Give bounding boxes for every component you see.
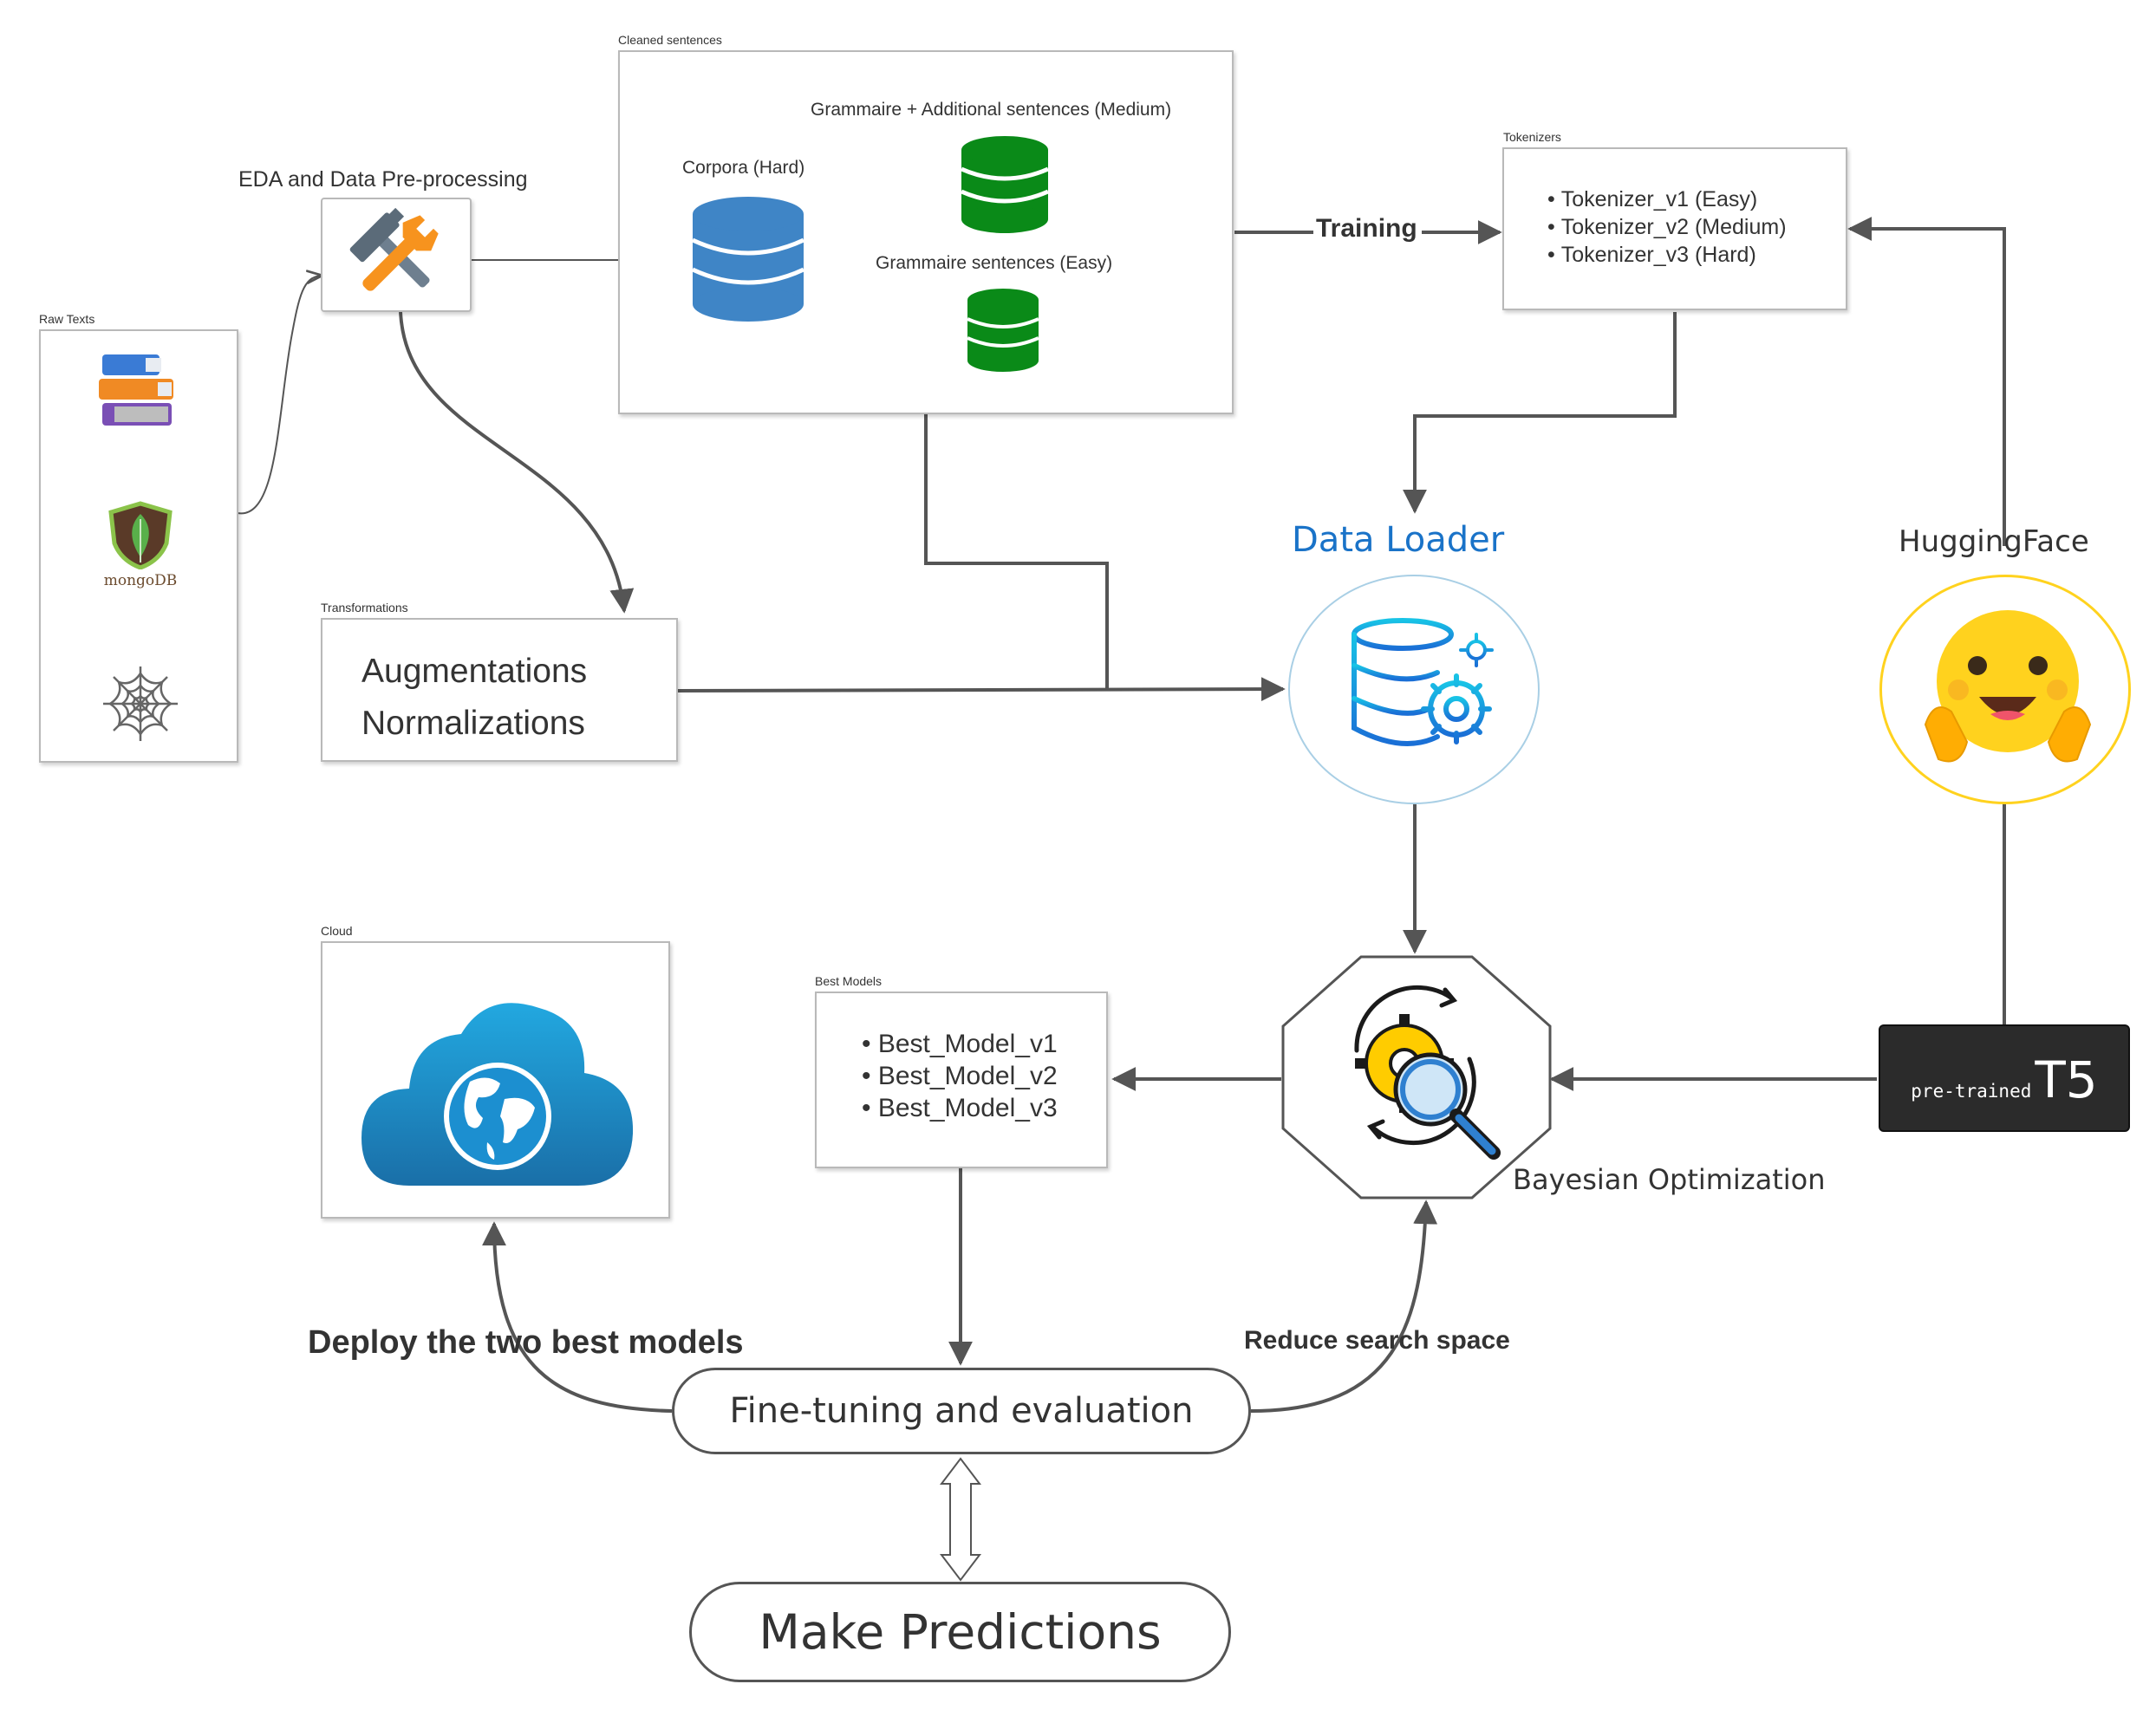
arrow-hf-to-tokenizers (1847, 217, 2006, 546)
double-arrow-finetune-predict (939, 1457, 982, 1582)
eda-title: EDA and Data Pre-processing (238, 167, 528, 192)
bayesian-title: Bayesian Optimization (1513, 1163, 1826, 1196)
best-model-item: Best_Model_v2 (862, 1060, 1058, 1092)
hugging-face-emoji-icon (1924, 610, 2092, 763)
arrow-cleaned-to-loader (924, 414, 1109, 689)
arrow-raw-to-eda (237, 276, 321, 515)
easy-label: Grammaire sentences (Easy) (876, 253, 1113, 273)
database-gear-icon (1352, 618, 1494, 746)
raw-texts-box: mongoDB (39, 329, 238, 763)
tokenizer-item: Tokenizer_v3 (Hard) (1547, 241, 1787, 269)
transformations-list: Augmentations Normalizations (362, 646, 587, 750)
cloud-box (321, 941, 670, 1219)
best-models-list: Best_Model_v1 Best_Model_v2 Best_Model_v… (862, 1028, 1058, 1124)
best-model-item: Best_Model_v1 (862, 1028, 1058, 1060)
tokenizers-list: Tokenizer_v1 (Easy) Tokenizer_v2 (Medium… (1547, 185, 1787, 269)
arrow-eda-to-transformations (399, 311, 635, 614)
transformations-box: Augmentations Normalizations (321, 618, 678, 762)
arrow-finetune-to-cloud (482, 1221, 673, 1413)
mongodb-icon (108, 501, 173, 569)
data-loader-node (1288, 575, 1540, 804)
t5-name: T5 (2035, 1050, 2098, 1109)
spider-web-icon (103, 666, 178, 741)
tokenizers-title: Tokenizers (1503, 130, 1561, 144)
raw-texts-title: Raw Texts (39, 312, 95, 326)
corpora-database-icon (691, 197, 805, 322)
cloud-title: Cloud (321, 924, 353, 938)
cleaned-title: Cleaned sentences (618, 33, 722, 47)
augmentations-label: Augmentations (362, 653, 588, 690)
make-predictions-node: Make Predictions (689, 1582, 1231, 1682)
t5-prefix: pre-trained (1911, 1081, 2032, 1102)
tokenizer-item: Tokenizer_v1 (Easy) (1547, 185, 1787, 213)
cloud-globe-icon (362, 1003, 634, 1186)
finetune-node: Fine-tuning and evaluation (672, 1368, 1251, 1454)
transformations-title: Transformations (321, 601, 408, 614)
best-models-title: Best Models (815, 974, 883, 988)
huggingface-title: HuggingFace (1899, 524, 2089, 559)
arrow-finetune-to-bayesian (1250, 1200, 1438, 1413)
reduce-label: Reduce search space (1244, 1326, 1510, 1355)
medium-label: Grammaire + Additional sentences (Medium… (811, 100, 1172, 120)
medium-database-icon (960, 136, 1050, 233)
best-model-item: Best_Model_v3 (862, 1092, 1058, 1124)
books-icon (99, 354, 173, 426)
arrow-transformations-to-loader (677, 677, 1286, 702)
normalizations-label: Normalizations (362, 705, 585, 742)
eda-box (321, 198, 472, 312)
arrow-tokenizers-to-loader (1403, 312, 1677, 514)
cleaned-box: Corpora (Hard) Grammaire + Additional se… (618, 50, 1234, 414)
optimization-magnifier-icon (1354, 985, 1501, 1160)
tokenizers-box: Tokenizer_v1 (Easy) Tokenizer_v2 (Medium… (1502, 147, 1847, 310)
tools-icon (349, 208, 439, 291)
best-models-box: Best_Model_v1 Best_Model_v2 Best_Model_v… (815, 992, 1108, 1168)
huggingface-node (1879, 575, 2131, 804)
tokenizer-item: Tokenizer_v2 (Medium) (1547, 213, 1787, 241)
corpora-label: Corpora (Hard) (682, 158, 805, 178)
training-label: Training (1316, 214, 1417, 243)
easy-database-icon (967, 289, 1039, 372)
pretrained-t5-box: pre-trained T5 (1879, 1024, 2130, 1132)
data-loader-title: Data Loader (1292, 520, 1505, 560)
mongodb-wordmark: mongoDB (103, 572, 178, 589)
deploy-label: Deploy the two best models (308, 1324, 744, 1361)
